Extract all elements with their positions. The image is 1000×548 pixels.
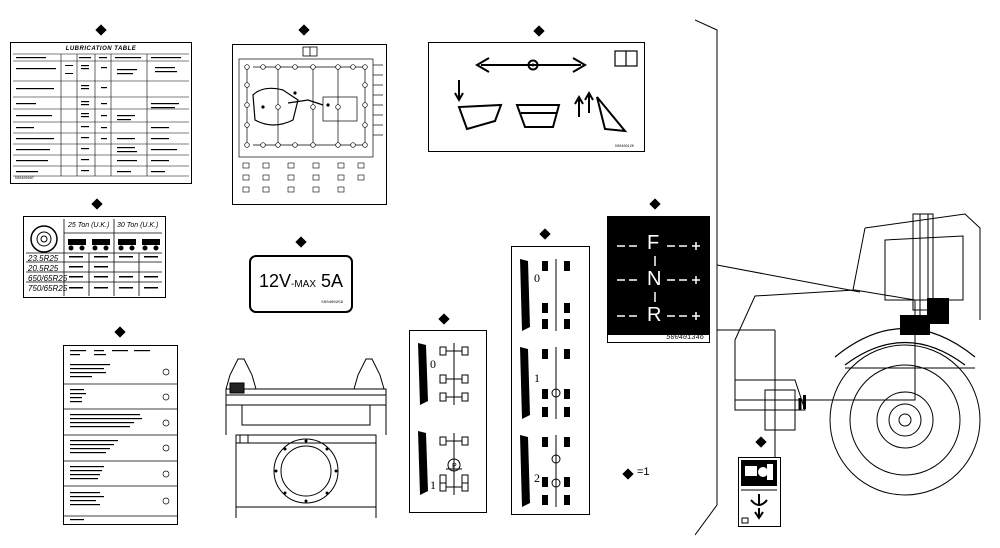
cab-warning-label [738, 457, 781, 527]
diff-lock-label-small: P 0 1 [409, 330, 487, 513]
lubrication-schematic-drawing [238, 46, 383, 193]
tyre-row-23-5r25: 23.5R25 [28, 254, 59, 263]
gear-selector-code-strip [607, 334, 710, 343]
marker-diamond-diff-small [438, 313, 450, 325]
voltage-label-code: 500400259 [321, 301, 343, 305]
tyre-pressure-grid [26, 219, 162, 296]
voltage-5a: 5A [321, 271, 344, 291]
voltage-max: -MAX [290, 279, 316, 290]
lubrication-schematic [232, 44, 387, 205]
hydraulic-control-drawing: 500400120 [454, 50, 638, 149]
marker-diamond-hydraulic [533, 25, 545, 37]
diff-lock-label-large: 0 1 2 [511, 246, 590, 515]
diff-lock-large-label-0: 0 [534, 271, 540, 285]
marker-diamond-gear [649, 198, 661, 210]
lubrication-table: LUBRICATION TABLE [10, 42, 192, 184]
manual-book-icon [614, 50, 638, 67]
diff-lock-small-drawing: P [418, 343, 469, 495]
tyre-row-20-5r25: 20.5R25 [28, 264, 59, 273]
tyre-header-25-ton: 25 Ton (U.K.) [68, 222, 110, 229]
gear-selector-code: 500401346 [666, 334, 704, 342]
truck-pictograms [68, 239, 160, 251]
tyre-pressure-table: 25 Ton (U.K.) 30 Ton (U.K.) 23.5R25 20.5… [23, 216, 166, 298]
service-points-label: 500400257 [63, 345, 178, 525]
service-points-drawing [64, 350, 177, 521]
marker-diamond-lubrication [95, 24, 107, 36]
truck-cab-drawing [695, 19, 981, 536]
marker-diamond-voltage [295, 236, 307, 248]
svg-text:P: P [452, 463, 457, 470]
tyre-row-750-65r25: 750/65R25 [28, 284, 68, 293]
gear-selector-drawing [617, 242, 700, 320]
hydraulic-control-code: 500400120 [615, 145, 634, 149]
hydraulic-control-label: 500400120 [428, 42, 645, 152]
diff-lock-large-drawing [520, 259, 570, 507]
tyre-row-650-65r25: 650/65R25 [28, 274, 68, 283]
frame-mount-drawing [225, 358, 387, 518]
voltage-label: 12V-MAX 5A 500400259 [249, 255, 353, 313]
tyre-icon [30, 225, 58, 253]
marker-diamond-schematic [298, 24, 310, 36]
cab-warning-drawing [741, 460, 777, 524]
voltage-12v: 12V [258, 271, 291, 291]
book-icon [302, 46, 318, 57]
marker-diamond-diff-large [539, 228, 551, 240]
gear-selector-label: F N R 500401346 [607, 216, 710, 343]
marker-diamond-tyre [91, 198, 103, 210]
legend-diamond [622, 468, 634, 480]
lubrication-table-title: LUBRICATION TABLE [65, 46, 137, 52]
diff-lock-large-label-2: 2 [534, 471, 540, 485]
lubrication-table-code: 500400087 [15, 177, 34, 181]
gear-position-n: N [647, 268, 662, 290]
diff-lock-small-label-1: 1 [430, 478, 436, 492]
voltage-text: 12V-MAX 5A [251, 271, 351, 292]
legend-text: =1 [637, 466, 650, 478]
lubrication-table-grid [13, 53, 189, 177]
tyre-header-30-ton: 30 Ton (U.K.) [117, 222, 159, 229]
gear-position-f: F [647, 232, 660, 254]
marker-diamond-service [114, 326, 126, 338]
diff-lock-small-label-0: 0 [430, 357, 436, 371]
gear-position-r: R [647, 304, 662, 326]
diff-lock-large-label-1: 1 [534, 371, 540, 385]
